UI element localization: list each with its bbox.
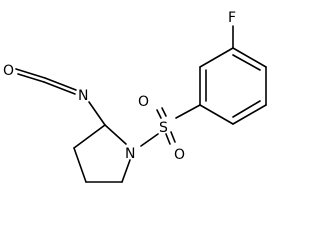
atom-label-oxygen-sulfonyl-bottom: O bbox=[174, 147, 185, 163]
atom-label-oxygen-isocyanate: O bbox=[3, 63, 14, 79]
co-double-bond-b bbox=[17, 73, 45, 83]
atom-label-sulfur: S bbox=[159, 120, 168, 136]
benzene-bond-2 bbox=[232, 104, 267, 125]
cn-double-bond-a bbox=[44, 77, 77, 91]
atom-label-oxygen-sulfonyl-top: O bbox=[138, 94, 149, 110]
s-o-bottom-bond-b bbox=[170, 131, 176, 143]
atom-label-nitrogen-ring: N bbox=[125, 146, 135, 162]
s-o-bottom-bond-a bbox=[165, 133, 171, 145]
benzene-double-inner-1 bbox=[232, 100, 261, 118]
cn-double-bond-b bbox=[43, 81, 76, 95]
benzene-bond-1 bbox=[199, 104, 234, 125]
s-o-top-bond-a bbox=[156, 109, 162, 119]
ring-bond-c5-n bbox=[121, 159, 131, 183]
n-ring-c-bond bbox=[88, 101, 106, 126]
s-aryl-bond bbox=[175, 104, 201, 119]
s-o-top-bond-b bbox=[161, 107, 167, 117]
co-double-bond-a bbox=[15, 68, 46, 79]
ring-bond-n-c2 bbox=[104, 124, 127, 145]
ring-bond-c2-c3 bbox=[73, 124, 106, 149]
atom-label-fluorine: F bbox=[228, 10, 236, 26]
chemical-structure: O N N S O O F bbox=[3, 10, 267, 183]
n-s-bond bbox=[140, 133, 159, 147]
benzene-bond-4 bbox=[232, 47, 267, 68]
benzene-double-inner-3 bbox=[232, 54, 261, 71]
ring-bond-c3-c4 bbox=[73, 147, 87, 183]
benzene-bond-5 bbox=[199, 47, 234, 68]
atom-label-nitrogen-isocyanate: N bbox=[78, 88, 88, 104]
